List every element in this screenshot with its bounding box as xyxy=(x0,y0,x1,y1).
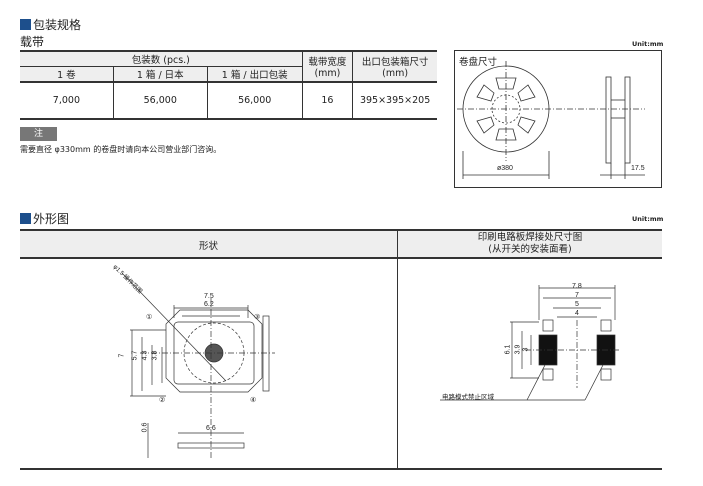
pin-1: ① xyxy=(146,314,153,321)
pin-2: ② xyxy=(159,397,166,404)
dim-3-8: 3.8 xyxy=(151,350,159,361)
reel-diameter-label: ø380 xyxy=(497,165,513,172)
reel-title: 卷盘尺寸 xyxy=(459,57,498,68)
dim-5-7: 5.7 xyxy=(131,350,139,361)
reel-window-icons xyxy=(476,77,536,141)
col-pcb-header: 印刷电路板焊接处尺寸图(从开关的安装面看) xyxy=(477,232,583,255)
header-export-box: 出口包装箱尺寸(mm) xyxy=(352,51,437,82)
pad-dim-7-8: 7.8 xyxy=(572,283,582,290)
pad-dim-7: 7 xyxy=(575,292,579,299)
dim-0-6: 0.6 xyxy=(141,422,149,433)
cell-export-box: 395×395×205 xyxy=(352,82,437,119)
outline-table: 形状 印刷电路板焊接处尺寸图(从开关的安装面看) xyxy=(20,229,662,470)
reel-width-label: 17.5 xyxy=(631,165,645,172)
dim-7-5: 7.5 xyxy=(204,293,214,300)
column-divider xyxy=(397,231,398,468)
header-box-export: 1 箱 / 出口包装 xyxy=(206,66,303,82)
note-label: 注 xyxy=(20,127,57,141)
pad-dim-5: 5 xyxy=(575,301,579,308)
reel-drawing xyxy=(457,61,645,179)
header-reel: 1 卷 xyxy=(20,66,114,82)
col-shape-header: 形状 xyxy=(198,241,218,252)
dim-7: 7 xyxy=(118,353,126,358)
header-box-japan: 1 箱 / 日本 xyxy=(112,66,208,82)
packaging-title: 包装规格 xyxy=(20,16,81,33)
cell-reel: 7,000 xyxy=(20,82,114,119)
pad-dim-6-1: 6.1 xyxy=(504,344,512,355)
pad-dim-3: 3 xyxy=(522,347,530,352)
pin-4: ④ xyxy=(250,397,257,404)
note-text: 需要直径 φ330mm 的卷盘时请向本公司营业部门咨询。 xyxy=(20,145,222,154)
section-marker-icon xyxy=(20,19,31,30)
cell-box-export: 56,000 xyxy=(206,82,303,119)
outline-unit: Unit:mm xyxy=(632,215,664,223)
switch-shape-drawing xyxy=(121,272,275,458)
forbidden-zone-label: 电路模式禁止区域 xyxy=(442,394,494,401)
cell-tape-width: 16 xyxy=(301,82,354,119)
dim-4-3: 4.3 xyxy=(141,350,149,361)
pin-3: ③ xyxy=(254,314,261,321)
outline-header xyxy=(20,231,662,259)
outline-title-text: 外形图 xyxy=(33,212,70,226)
pcb-pad-drawing xyxy=(440,285,620,401)
outline-title: 外形图 xyxy=(20,210,69,227)
header-tape-width: 载带宽度(mm) xyxy=(301,51,354,82)
reel-unit: Unit:mm xyxy=(632,40,664,48)
pad-dim-4: 4 xyxy=(575,310,579,317)
section-marker-icon xyxy=(20,213,31,224)
packaging-title-text: 包装规格 xyxy=(33,18,82,32)
dim-6-6: 6.6 xyxy=(206,425,216,432)
header-qty: 包装数 (pcs.) xyxy=(20,51,303,67)
cell-box-japan: 56,000 xyxy=(112,82,208,119)
reel-box: 卷盘尺寸 ø380 17.5 xyxy=(454,50,662,188)
dim-6-2: 6.2 xyxy=(204,301,214,308)
packaging-subtitle: 载带 xyxy=(20,35,45,49)
pad-dim-3-9: 3.9 xyxy=(514,344,522,355)
